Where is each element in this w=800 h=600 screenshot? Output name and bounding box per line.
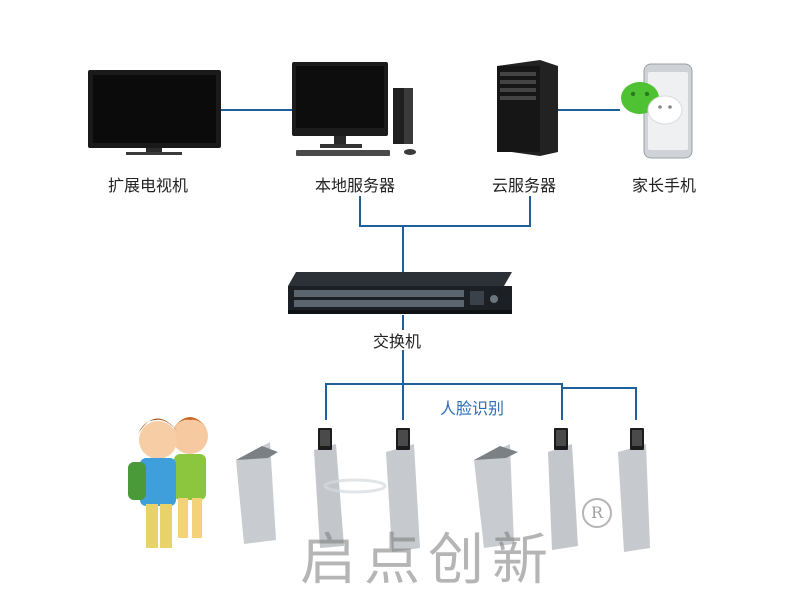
face-bus-right-line <box>562 387 637 420</box>
connection-lines <box>220 109 637 420</box>
wechat-icon <box>621 82 683 125</box>
watermark-text: 启点创新 <box>300 528 556 593</box>
cloud-server-label: 云服务器 <box>492 176 557 195</box>
turnstile-group-left <box>236 428 420 552</box>
switch-icon <box>288 272 512 314</box>
face-recognition-label: 人脸识别 <box>440 399 505 418</box>
cloud-server-icon <box>497 60 558 156</box>
local-server-label: 本地服务器 <box>315 176 396 195</box>
phone-label: 家长手机 <box>632 176 697 195</box>
tv-label: 扩展电视机 <box>108 176 189 195</box>
face-bus-line <box>325 383 563 420</box>
local-server-icon <box>292 62 416 156</box>
switch-label: 交换机 <box>373 332 422 351</box>
children-illustration <box>128 417 208 548</box>
servers-bracket-line <box>359 196 531 227</box>
registered-mark: R <box>582 498 612 528</box>
tv-icon <box>88 70 221 155</box>
turnstile-group-right <box>474 428 650 552</box>
